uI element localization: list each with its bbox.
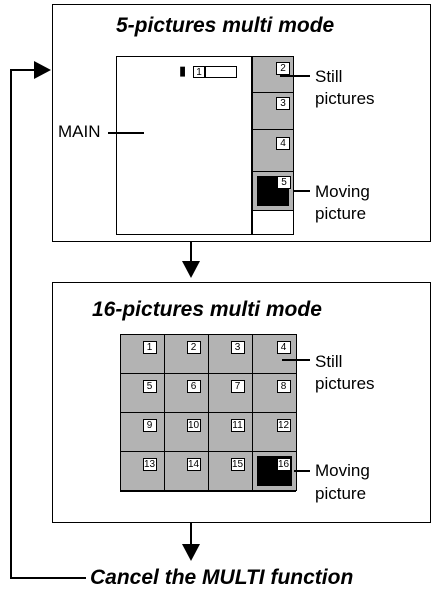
side-number-3: 3 bbox=[276, 97, 290, 110]
grid-number-7: 7 bbox=[230, 379, 245, 393]
still-leader-line-5 bbox=[280, 75, 310, 77]
grid-number-14: 14 bbox=[186, 457, 201, 471]
five-picture-title: 5-pictures multi mode bbox=[116, 14, 335, 37]
side-tile-5-moving bbox=[252, 171, 294, 211]
grid-tile-3: 3 bbox=[207, 333, 253, 374]
grid-number-1: 1 bbox=[142, 340, 157, 354]
moving-leader-line-16 bbox=[294, 470, 310, 472]
still-label-16-line1: Still bbox=[315, 352, 343, 371]
right-arrow-icon bbox=[34, 61, 51, 79]
grid-tile-16-moving: 16 bbox=[251, 450, 297, 491]
grid-number-10: 10 bbox=[186, 418, 201, 432]
main-leader-line bbox=[108, 132, 144, 134]
grid-tile-6: 6 bbox=[163, 372, 209, 413]
moving-label-5-line2: picture bbox=[315, 204, 367, 223]
down-arrow-icon-2 bbox=[182, 544, 200, 561]
return-loop-top bbox=[10, 69, 36, 71]
side-tile-4 bbox=[252, 129, 294, 172]
grid-tile-10: 10 bbox=[163, 411, 209, 452]
still-label-16-line2: pictures bbox=[315, 374, 375, 393]
moving-label-16-line2: picture bbox=[315, 484, 367, 503]
grid-tile-8: 8 bbox=[251, 372, 297, 413]
still-label-5-line1: Still bbox=[315, 67, 343, 86]
connector-line-2 bbox=[190, 523, 192, 545]
side-number-5: 5 bbox=[277, 176, 291, 189]
grid-number-9: 9 bbox=[142, 418, 157, 432]
grid-number-11: 11 bbox=[230, 418, 245, 432]
grid-number-3: 3 bbox=[230, 340, 245, 354]
grid-number-16: 16 bbox=[276, 457, 291, 471]
speaker-icon: ▮‪ bbox=[179, 63, 187, 78]
grid-number-8: 8 bbox=[276, 379, 291, 393]
still-label-5-line2: pictures bbox=[315, 89, 375, 108]
main-label: MAIN bbox=[58, 122, 101, 141]
moving-leader-line-5 bbox=[294, 190, 310, 192]
grid-number-4: 4 bbox=[276, 340, 291, 354]
connector-line-1 bbox=[190, 242, 192, 262]
moving-label-16-line1: Moving bbox=[315, 461, 370, 480]
main-screen bbox=[116, 56, 252, 235]
grid-number-12: 12 bbox=[276, 418, 291, 432]
sixteen-picture-title: 16-pictures multi mode bbox=[92, 298, 322, 321]
down-arrow-icon-1 bbox=[182, 261, 200, 278]
still-leader-line-16 bbox=[282, 359, 310, 361]
grid-number-5: 5 bbox=[142, 379, 157, 393]
grid-tile-4: 4 bbox=[251, 333, 297, 374]
grid-number-2: 2 bbox=[186, 340, 201, 354]
grid-tile-7: 7 bbox=[207, 372, 253, 413]
grid-number-6: 6 bbox=[186, 379, 201, 393]
side-number-2: 2 bbox=[276, 62, 290, 75]
grid-tile-2: 2 bbox=[163, 333, 209, 374]
grid-tile-15: 15 bbox=[207, 450, 253, 491]
grid-number-15: 15 bbox=[230, 457, 245, 471]
volume-bar bbox=[205, 66, 237, 78]
side-number-4: 4 bbox=[276, 137, 290, 150]
grid-number-13: 13 bbox=[142, 457, 157, 471]
moving-label-5-line1: Moving bbox=[315, 182, 370, 201]
grid-tile-13: 13 bbox=[119, 450, 165, 491]
return-loop-left bbox=[10, 69, 12, 578]
cancel-multi-function-text: Cancel the MULTI function bbox=[90, 566, 354, 589]
main-window-number: 1 bbox=[193, 66, 205, 78]
side-tile-spacer bbox=[252, 210, 294, 235]
grid-tile-12: 12 bbox=[251, 411, 297, 452]
grid-tile-9: 9 bbox=[119, 411, 165, 452]
grid-tile-14: 14 bbox=[163, 450, 209, 491]
grid-tile-11: 11 bbox=[207, 411, 253, 452]
grid-tile-1: 1 bbox=[119, 333, 165, 374]
grid-tile-5: 5 bbox=[119, 372, 165, 413]
return-loop-bottom bbox=[10, 577, 86, 579]
